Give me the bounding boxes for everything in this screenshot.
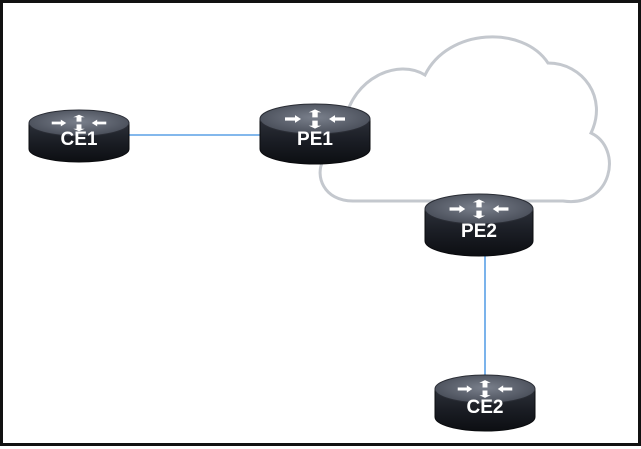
router-label-ce2: CE2 xyxy=(467,397,504,418)
router-label-pe2: PE2 xyxy=(461,221,497,242)
router-pe2: PE2 xyxy=(424,193,534,257)
router-label-ce1: CE1 xyxy=(61,129,98,150)
router-label-pe1: PE1 xyxy=(297,129,333,150)
router-ce2: CE2 xyxy=(434,374,536,432)
router-ce1: CE1 xyxy=(28,109,130,163)
router-pe1: PE1 xyxy=(259,103,371,165)
